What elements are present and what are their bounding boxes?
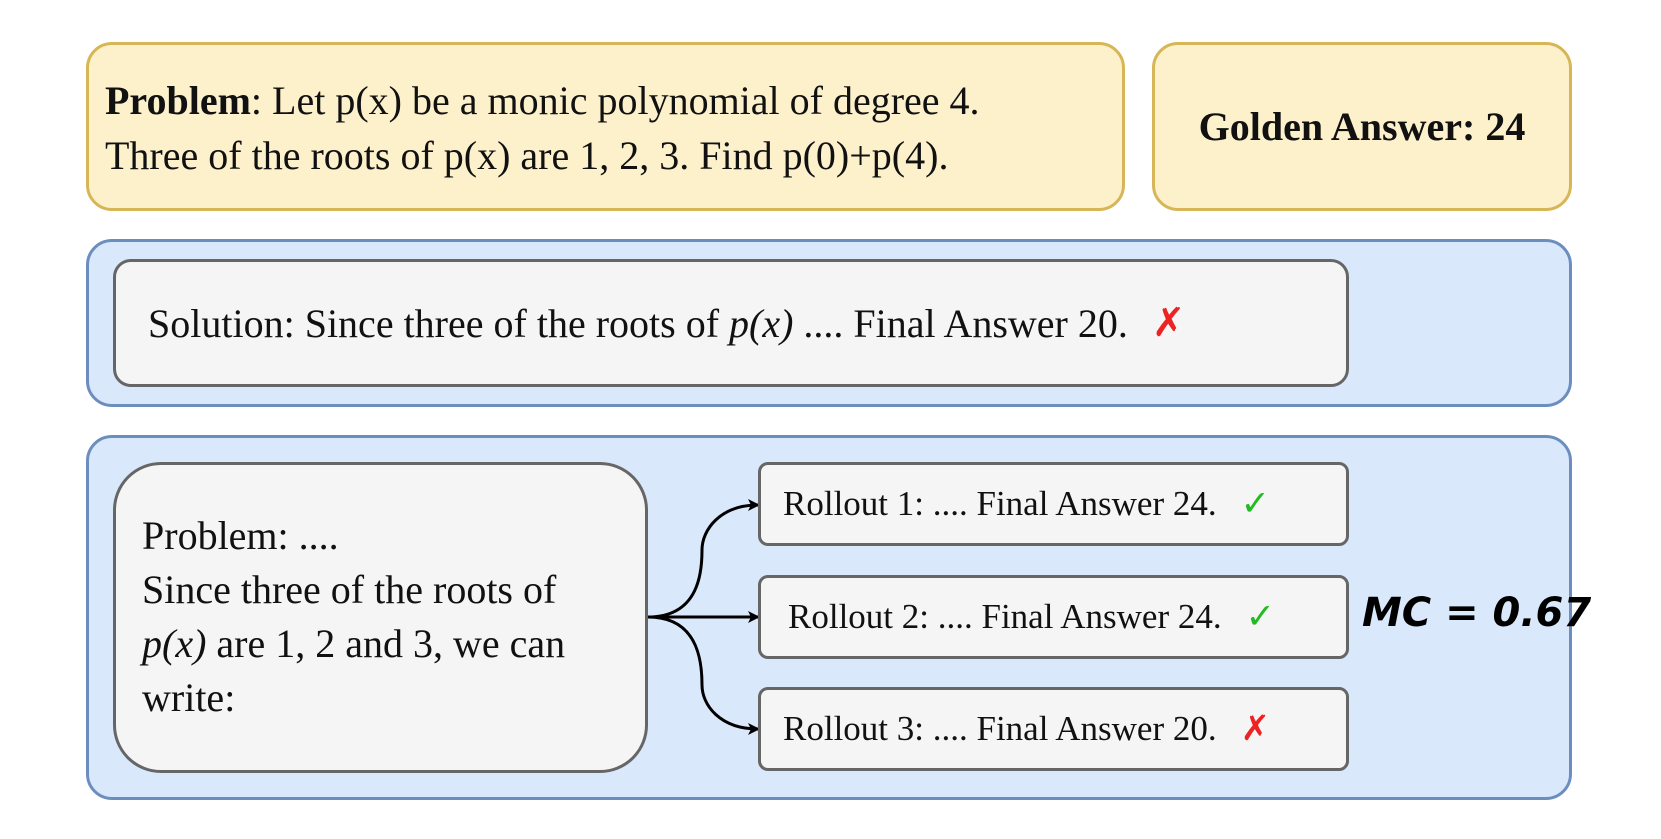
- partial-step-box: Problem: .... Since three of the roots o…: [113, 462, 648, 773]
- step-line-2: Since three of the roots of: [142, 567, 557, 612]
- arrow-to-rollout-1: [647, 499, 760, 619]
- solution-italic: p(x): [729, 300, 794, 346]
- arrow-to-rollout-3: [647, 615, 760, 735]
- rollout-1-text: Rollout 1: .... Final Answer 24.: [783, 484, 1217, 523]
- problem-line-2: Three of the roots of p(x) are 1, 2, 3. …: [105, 133, 949, 178]
- step-line-4: write:: [142, 675, 236, 720]
- golden-answer-text: Golden Answer: 24: [1198, 104, 1526, 149]
- rollout-2-box: Rollout 2: .... Final Answer 24. ✓: [758, 575, 1349, 659]
- problem-box: Problem: Let p(x) be a monic polynomial …: [86, 42, 1125, 211]
- rollout-1-box: Rollout 1: .... Final Answer 24. ✓: [758, 462, 1349, 546]
- step-line-3: p(x) are 1, 2 and 3, we can: [142, 617, 627, 671]
- check-icon: ✓: [1240, 484, 1270, 524]
- problem-text-1: : Let p(x) be a monic polynomial of degr…: [250, 78, 980, 123]
- check-icon: ✓: [1245, 597, 1275, 637]
- rollout-3-box: Rollout 3: .... Final Answer 20. ✗: [758, 687, 1349, 771]
- solution-prefix: Solution: Since three of the roots of: [148, 300, 730, 346]
- step-line-3-rest: are 1, 2 and 3, we can: [206, 621, 566, 666]
- problem-line-1: Problem: Let p(x) be a monic polynomial …: [105, 73, 1104, 128]
- solution-suffix: .... Final Answer 20.: [793, 300, 1128, 346]
- golden-answer-box: Golden Answer: 24: [1152, 42, 1572, 211]
- step-italic: p(x): [142, 621, 207, 666]
- problem-label: Problem: [105, 78, 251, 123]
- cross-icon: ✗: [1240, 709, 1270, 749]
- cross-icon: ✗: [1151, 300, 1186, 346]
- rollout-2-text: Rollout 2: .... Final Answer 24.: [788, 597, 1222, 636]
- step-line-1: Problem: ....: [142, 513, 339, 558]
- mc-score-label: MC = 0.67: [1362, 590, 1592, 636]
- solution-text: Solution: Since three of the roots of p(…: [148, 300, 1128, 347]
- rollout-3-text: Rollout 3: .... Final Answer 20.: [783, 709, 1217, 748]
- solution-box: Solution: Since three of the roots of p(…: [113, 259, 1349, 387]
